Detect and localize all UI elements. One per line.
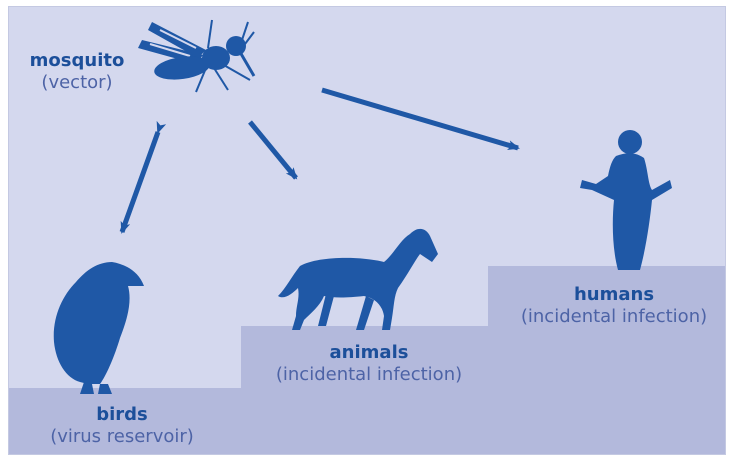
mosquito-role: (vector): [16, 72, 138, 94]
label-animals: animals (incidental infection): [254, 342, 484, 386]
label-humans: humans (incidental infection): [496, 284, 731, 328]
label-mosquito: mosquito (vector): [16, 50, 138, 94]
mosquito-name: mosquito: [16, 50, 138, 72]
label-birds: birds (virus reservoir): [12, 404, 232, 448]
animals-role: (incidental infection): [254, 364, 484, 386]
humans-role: (incidental infection): [496, 306, 731, 328]
arrow-mosquito-humans: [322, 90, 518, 148]
humans-name: humans: [496, 284, 731, 306]
birds-name: birds: [12, 404, 232, 426]
mosquito-icon: [138, 20, 254, 92]
animals-name: animals: [254, 342, 484, 364]
bird-icon: [54, 262, 144, 394]
human-icon: [580, 130, 672, 270]
birds-role: (virus reservoir): [12, 426, 232, 448]
arrow-mosquito-animals: [250, 122, 296, 178]
horse-icon: [278, 229, 438, 330]
arrow-mosquito-birds: [122, 132, 158, 232]
